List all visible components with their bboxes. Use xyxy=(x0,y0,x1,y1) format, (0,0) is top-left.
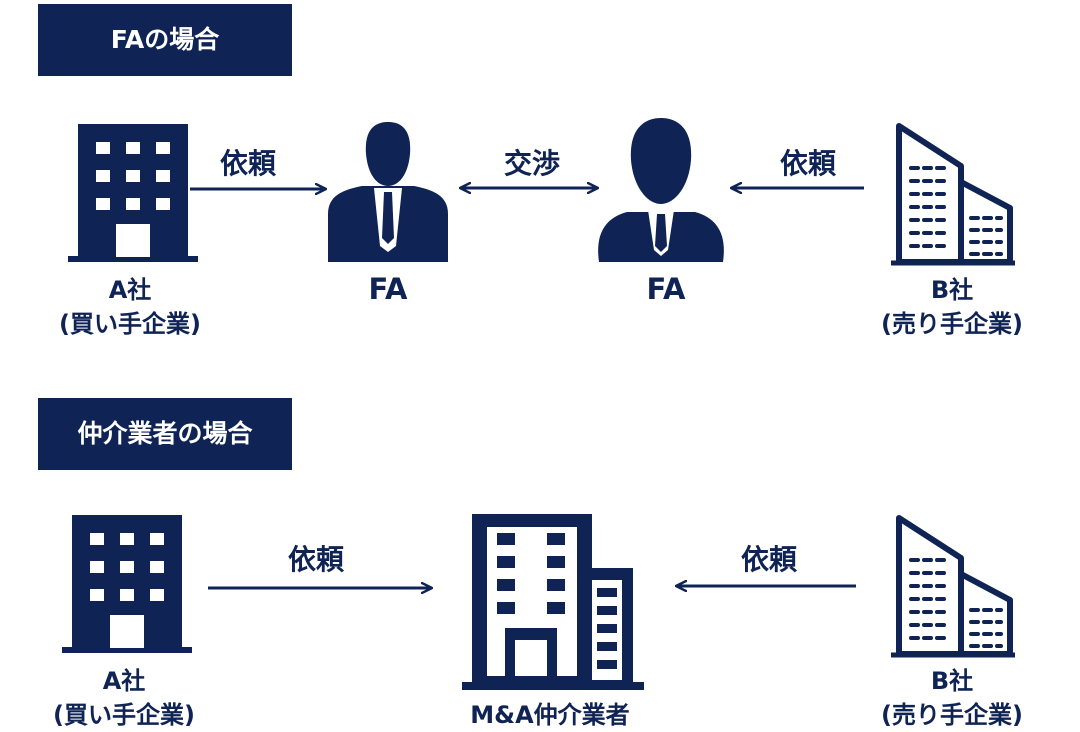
businessman-icon xyxy=(328,122,448,262)
office-building-icon xyxy=(62,515,192,653)
buyer-role: (買い手企業) xyxy=(59,310,201,338)
buyer-caption: A社 (買い手企業) xyxy=(30,273,230,341)
request-label-right: 依頼 xyxy=(740,543,797,576)
buyer-caption: A社 (買い手企業) xyxy=(24,664,224,732)
request-label-left: 依頼 xyxy=(287,543,344,576)
request-label-right: 依頼 xyxy=(779,147,836,180)
skyscraper-icon xyxy=(891,126,1015,263)
section-fa-title: FAの場合 xyxy=(38,4,292,76)
seller-role: (売り手企業) xyxy=(881,310,1023,338)
businessman-icon xyxy=(598,118,724,262)
seller-name: B社 xyxy=(930,667,974,695)
fa-label-buyer-side: FA xyxy=(368,272,408,306)
company-building-icon xyxy=(462,514,644,690)
buyer-role: (買い手企業) xyxy=(53,701,195,729)
section-broker-title: 仲介業者の場合 xyxy=(38,398,292,470)
seller-name: B社 xyxy=(930,276,974,304)
seller-role: (売り手企業) xyxy=(881,701,1023,729)
seller-caption: B社 (売り手企業) xyxy=(852,664,1052,732)
buyer-name: A社 xyxy=(108,276,152,304)
request-label-left: 依頼 xyxy=(219,147,276,180)
skyscraper-icon xyxy=(891,518,1015,655)
seller-caption: B社 (売り手企業) xyxy=(852,273,1052,341)
office-building-icon xyxy=(68,124,198,262)
negotiation-label: 交渉 xyxy=(503,147,560,180)
fa-label-seller-side: FA xyxy=(646,272,686,306)
buyer-name: A社 xyxy=(102,667,146,695)
broker-label: M&A仲介業者 xyxy=(470,701,630,729)
